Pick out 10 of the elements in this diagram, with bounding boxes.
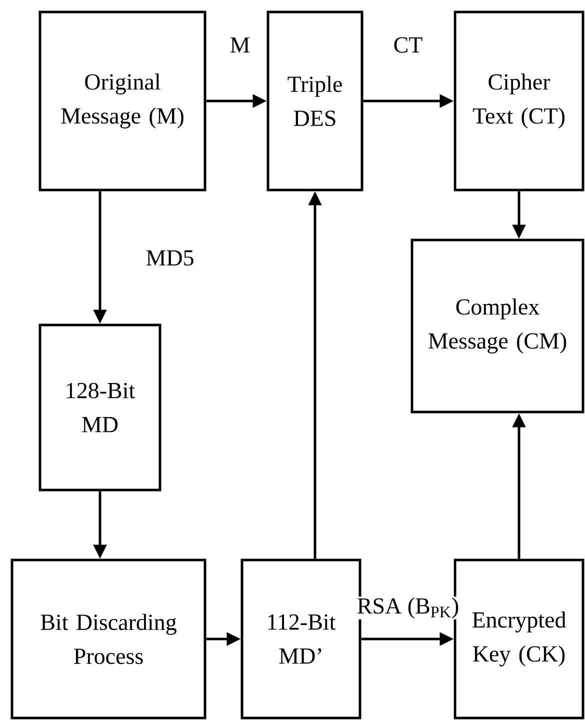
process-box: Cipher Text (CT) [454,10,584,192]
edge-label: M [230,37,250,53]
edge-label: CT [394,37,422,53]
edge-label: RSA (B$_{PK}$) [358,598,458,618]
edge-label: MD5 [146,250,194,266]
process-box: Bit Discarding Process [10,558,206,720]
process-box: 128-Bit MD [38,324,162,492]
process-box: Complex Message (CM) [410,238,584,414]
process-box: Triple DES [266,10,364,192]
process-box: Original Message (M) [38,10,206,192]
